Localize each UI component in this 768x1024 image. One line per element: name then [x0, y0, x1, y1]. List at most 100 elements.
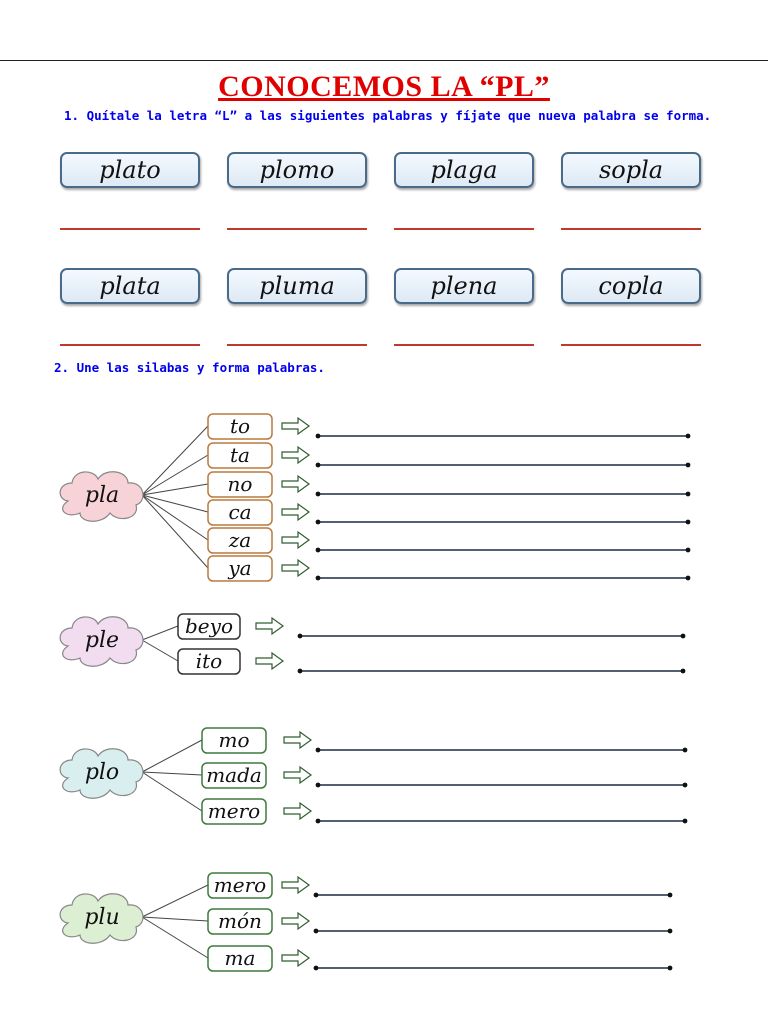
- connector-line: [141, 494, 209, 541]
- syllable-box: [207, 499, 273, 526]
- outline-arrow-right-icon: [283, 730, 313, 750]
- word-card: copla: [561, 268, 701, 304]
- cloud-root-label: plo: [85, 760, 119, 785]
- write-line-end-dot: [685, 547, 691, 553]
- write-line-start-dot: [315, 575, 321, 581]
- write-line-end-dot: [685, 462, 691, 468]
- syllable-label: mo: [218, 728, 249, 752]
- write-line-start-dot: [313, 928, 319, 934]
- syllable-label: ya: [227, 556, 251, 580]
- write-line-start-dot: [315, 782, 321, 788]
- word-card: plena: [394, 268, 534, 304]
- write-line-start-dot: [315, 491, 321, 497]
- connector-line: [141, 483, 209, 496]
- word-card: sopla: [561, 152, 701, 188]
- connector-line: [141, 884, 209, 918]
- write-line-end-dot: [685, 575, 691, 581]
- write-line-start-dot: [313, 892, 319, 898]
- connector-line: [141, 916, 209, 959]
- answer-line[interactable]: [561, 228, 701, 230]
- syllable-label: to: [230, 414, 250, 438]
- syllable-box: [207, 442, 273, 469]
- cloud-root-label: ple: [85, 628, 119, 653]
- outline-arrow-right-icon: [281, 474, 311, 494]
- header-rule: [0, 60, 768, 61]
- answer-line[interactable]: [227, 228, 367, 230]
- syllable-label: ca: [228, 500, 251, 524]
- connector-line: [141, 494, 209, 569]
- outline-arrow-right-icon: [283, 801, 313, 821]
- answer-line[interactable]: [227, 344, 367, 346]
- exercise-1-instruction: 1. Quítale la letra “L” a las siguientes…: [64, 108, 712, 123]
- syllable-box: [201, 727, 267, 754]
- write-line-end-dot: [682, 818, 688, 824]
- syllable-cloud: [59, 893, 144, 944]
- syllable-label: no: [228, 472, 253, 496]
- syllable-box: [207, 908, 273, 935]
- outline-arrow-right-icon: [281, 558, 311, 578]
- write-line-end-dot: [680, 668, 686, 674]
- syllable-label: món: [218, 909, 262, 933]
- answer-line[interactable]: [394, 344, 534, 346]
- answer-line[interactable]: [561, 344, 701, 346]
- outline-arrow-right-icon: [281, 875, 311, 895]
- outline-arrow-right-icon: [281, 911, 311, 931]
- write-line-end-dot: [667, 892, 673, 898]
- write-line-end-dot: [685, 491, 691, 497]
- outline-arrow-right-icon: [281, 502, 311, 522]
- write-line-end-dot: [685, 433, 691, 439]
- connector-line: [141, 639, 179, 662]
- write-line-start-dot: [315, 747, 321, 753]
- write-line-end-dot: [682, 782, 688, 788]
- write-line-start-dot: [297, 668, 303, 674]
- write-line-end-dot: [682, 747, 688, 753]
- cloud-root-label: plu: [84, 905, 119, 930]
- syllable-box: [207, 527, 273, 554]
- connector-line: [141, 454, 209, 496]
- write-line-start-dot: [315, 547, 321, 553]
- connector-line: [141, 494, 209, 513]
- syllable-box: [177, 613, 241, 640]
- word-card: plaga: [394, 152, 534, 188]
- outline-arrow-right-icon: [281, 445, 311, 465]
- word-card: plata: [60, 268, 200, 304]
- syllable-box: [177, 648, 241, 675]
- answer-line[interactable]: [60, 344, 200, 346]
- syllable-label: mada: [206, 763, 262, 787]
- write-line-start-dot: [315, 519, 321, 525]
- write-line-start-dot: [315, 818, 321, 824]
- word-card: pluma: [227, 268, 367, 304]
- syllable-box: [207, 555, 273, 582]
- syllable-label: mero: [208, 799, 260, 823]
- syllable-box: [207, 471, 273, 498]
- syllable-cloud: [59, 748, 144, 799]
- connector-line: [141, 771, 203, 776]
- answer-line[interactable]: [60, 228, 200, 230]
- write-line-start-dot: [315, 462, 321, 468]
- outline-arrow-right-icon: [281, 530, 311, 550]
- syllable-box: [207, 413, 273, 440]
- syllable-cloud: [59, 471, 144, 522]
- connector-line: [141, 425, 209, 496]
- syllable-box: [201, 798, 267, 825]
- exercise-2-instruction: 2. Une las silabas y forma palabras.: [54, 360, 325, 375]
- outline-arrow-right-icon: [255, 651, 285, 671]
- syllable-box: [201, 762, 267, 789]
- syllable-box: [207, 945, 273, 972]
- outline-arrow-right-icon: [281, 948, 311, 968]
- syllable-label: ito: [196, 649, 222, 673]
- write-line-end-dot: [667, 928, 673, 934]
- write-line-start-dot: [297, 633, 303, 639]
- connector-line: [141, 625, 179, 641]
- write-line-start-dot: [313, 965, 319, 971]
- syllable-cloud: [59, 616, 144, 667]
- outline-arrow-right-icon: [255, 616, 285, 636]
- word-card: plomo: [227, 152, 367, 188]
- cloud-root-label: pla: [85, 483, 119, 508]
- syllable-label: ta: [230, 443, 250, 467]
- syllable-label: beyo: [185, 614, 233, 638]
- page-title: CONOCEMOS LA “PL”: [218, 70, 550, 103]
- syllable-box: [207, 872, 273, 899]
- outline-arrow-right-icon: [281, 416, 311, 436]
- answer-line[interactable]: [394, 228, 534, 230]
